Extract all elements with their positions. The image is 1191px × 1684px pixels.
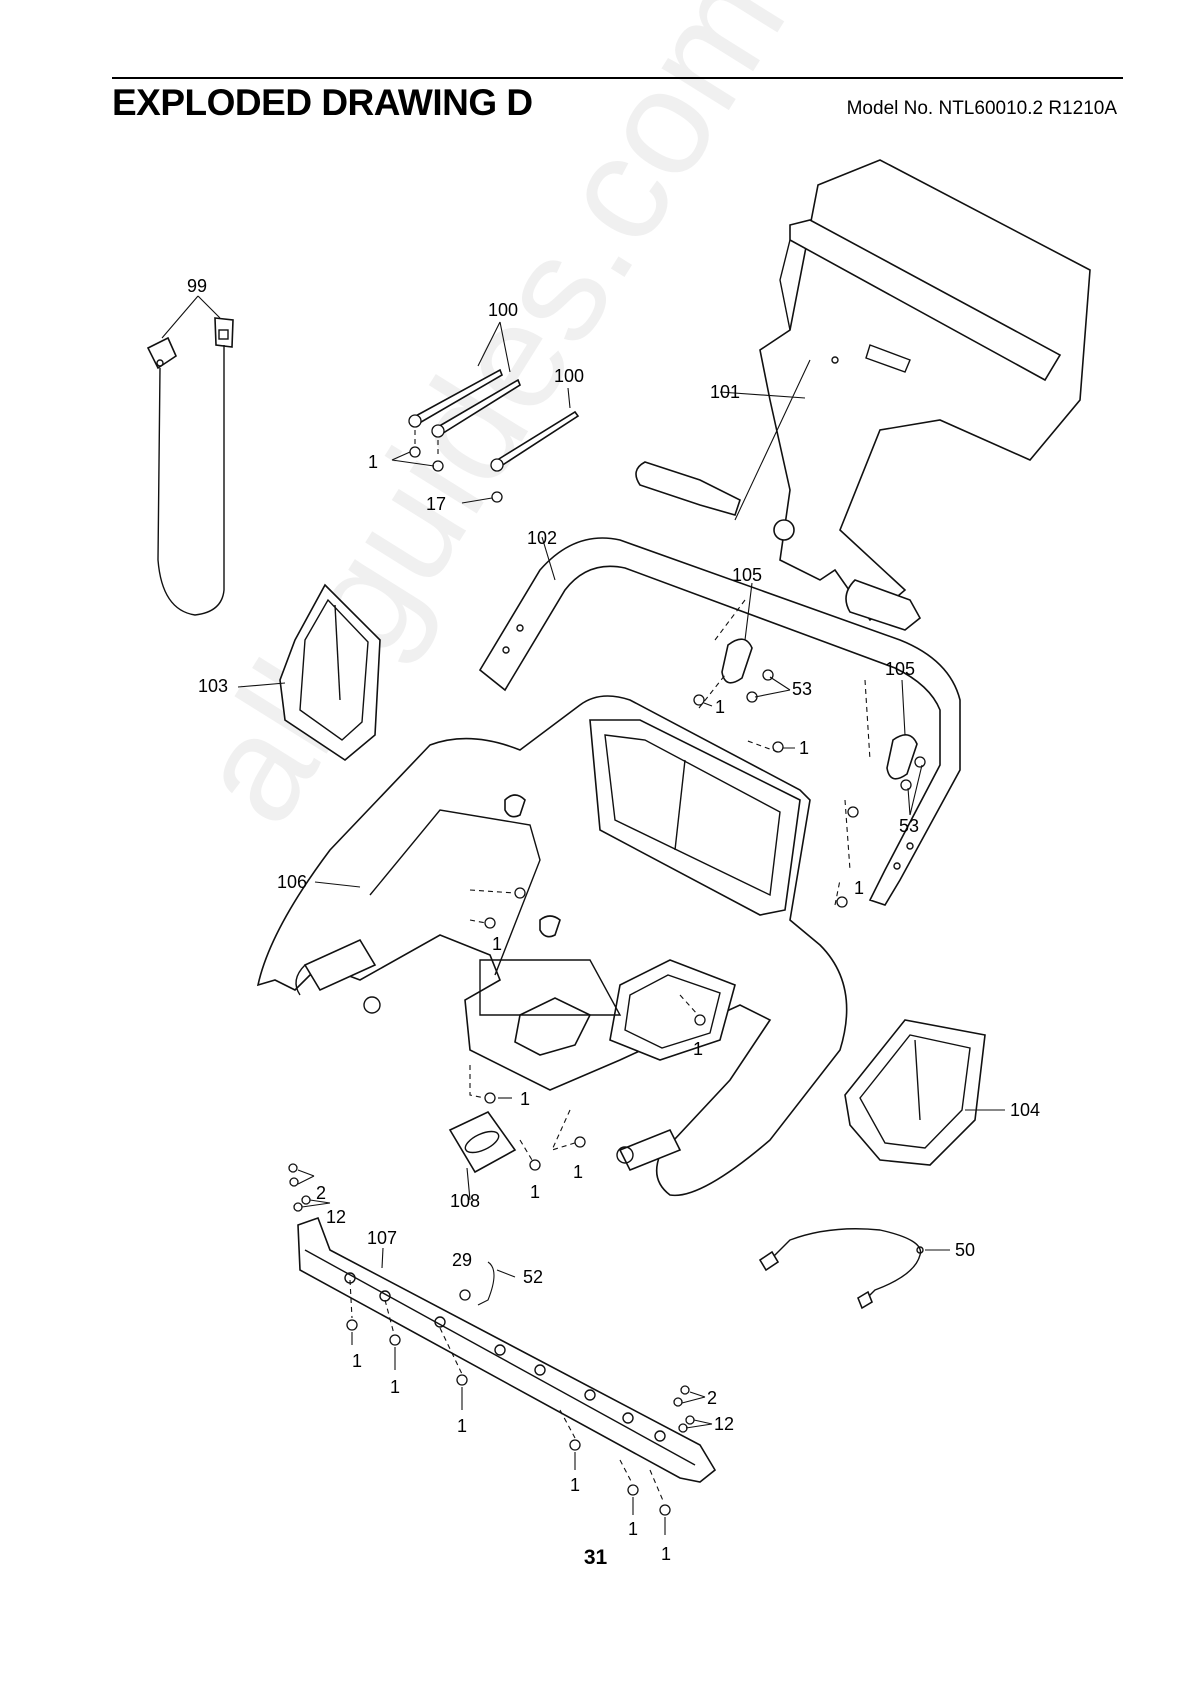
callout-103: 103 <box>198 676 228 696</box>
callout-108: 108 <box>450 1191 480 1211</box>
callout-1-i: 1 <box>352 1351 362 1371</box>
callout-102: 102 <box>527 528 557 548</box>
callout-107: 107 <box>367 1228 397 1248</box>
callout-52: 52 <box>523 1267 543 1287</box>
part-106-console-base <box>258 696 847 1195</box>
callout-1-j: 1 <box>390 1377 400 1397</box>
part-107-front-bracket <box>289 1164 715 1535</box>
screw-icon <box>848 807 858 817</box>
callout-1-b: 1 <box>799 738 809 758</box>
part-100-wire-ties <box>392 322 578 503</box>
part-101-console <box>636 160 1090 630</box>
callout-1-m: 1 <box>628 1519 638 1539</box>
leader-1-c <box>835 800 850 905</box>
callout-1-g: 1 <box>530 1182 540 1202</box>
callout-105-b: 105 <box>885 659 915 679</box>
callout-53-a: 53 <box>792 679 812 699</box>
callout-53-b: 53 <box>899 816 919 836</box>
callout-1-e: 1 <box>693 1039 703 1059</box>
callout-2-a: 2 <box>316 1183 326 1203</box>
callout-29: 29 <box>452 1250 472 1270</box>
callout-1-f: 1 <box>520 1089 530 1109</box>
callout-1-d: 1 <box>492 934 502 954</box>
part-103-left-tray <box>238 585 380 760</box>
callout-1-c: 1 <box>854 878 864 898</box>
callout-99: 99 <box>187 276 207 296</box>
callout-100-b: 100 <box>554 366 584 386</box>
screw-icon <box>837 897 847 907</box>
callout-105-a: 105 <box>732 565 762 585</box>
callout-1-h: 1 <box>573 1162 583 1182</box>
callout-101: 101 <box>710 382 740 402</box>
callout-50: 50 <box>955 1240 975 1260</box>
callout-12-a: 12 <box>326 1207 346 1227</box>
callout-1-top: 1 <box>368 452 378 472</box>
part-50-cable <box>760 1229 950 1308</box>
callout-12-b: 12 <box>714 1414 734 1434</box>
page-number: 31 <box>0 1546 1191 1570</box>
callout-2-b: 2 <box>707 1388 717 1408</box>
callout-1-a: 1 <box>715 697 725 717</box>
part-108-plate <box>450 1065 585 1200</box>
callout-100-a: 100 <box>488 300 518 320</box>
callout-1-l: 1 <box>570 1475 580 1495</box>
callout-1-k: 1 <box>457 1416 467 1436</box>
callout-106: 106 <box>277 872 307 892</box>
callout-17: 17 <box>426 494 446 514</box>
part-104-right-tray <box>845 1020 1005 1165</box>
part-99-safety-key <box>148 296 233 615</box>
callout-104: 104 <box>1010 1100 1040 1120</box>
